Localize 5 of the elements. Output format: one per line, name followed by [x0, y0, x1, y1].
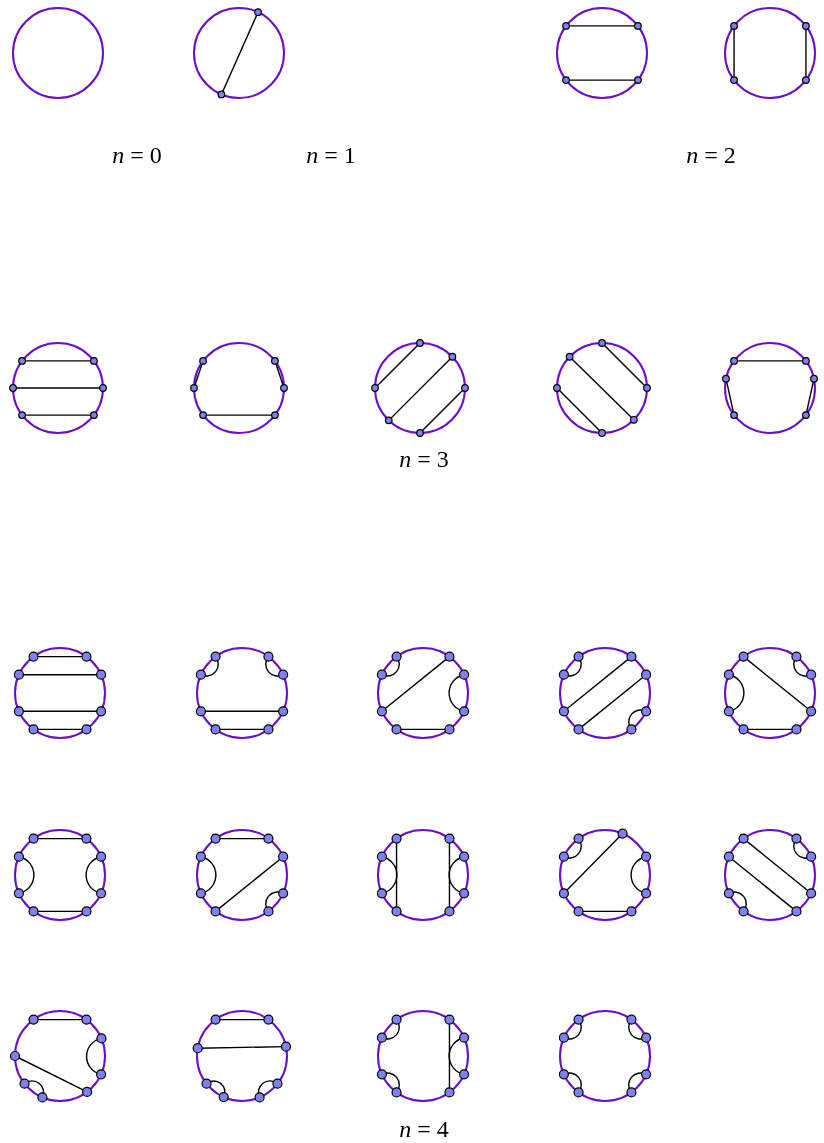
formula-label: n = 4 — [399, 1116, 449, 1143]
formula-label: n = 1 — [306, 142, 356, 169]
formula-label: n = 3 — [399, 446, 449, 473]
formula-label: n = 0 — [112, 142, 162, 169]
formula-label: n = 2 — [686, 142, 736, 169]
